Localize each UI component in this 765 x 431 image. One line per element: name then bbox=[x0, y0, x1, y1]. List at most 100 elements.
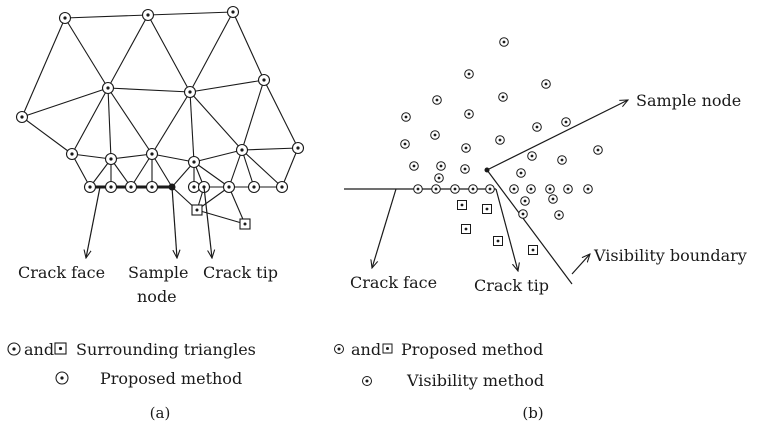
legend-proposed-method-b: and Proposed method bbox=[334, 340, 543, 359]
node-marker bbox=[583, 184, 593, 194]
node-marker bbox=[450, 184, 460, 194]
mesh-edge bbox=[189, 91, 243, 151]
node-marker bbox=[464, 109, 474, 119]
node-marker bbox=[409, 161, 419, 171]
mesh-edge bbox=[241, 149, 283, 188]
mesh-edge bbox=[281, 147, 299, 188]
caption-a: (a) bbox=[150, 404, 171, 422]
mesh-node bbox=[187, 155, 201, 169]
node-marker bbox=[561, 117, 571, 127]
mesh-edge bbox=[189, 11, 234, 93]
mesh-edge bbox=[110, 153, 153, 160]
visibility-boundary-arrow bbox=[571, 254, 590, 275]
node-marker bbox=[516, 168, 526, 178]
mesh-edge bbox=[64, 14, 149, 19]
mesh-edge bbox=[228, 149, 243, 188]
mesh-edge bbox=[241, 149, 255, 188]
mesh-edge bbox=[107, 87, 112, 160]
panel-b-visibility-comparison: Sample node Visibility boundary Crack fa… bbox=[334, 37, 747, 422]
legend-visibility-method: Visibility method bbox=[362, 371, 544, 390]
mesh-node bbox=[145, 147, 159, 161]
crack-tip-arrow-b bbox=[495, 188, 518, 271]
node-marker bbox=[557, 155, 567, 165]
mesh-edge bbox=[71, 153, 91, 188]
mesh-edge bbox=[241, 79, 265, 151]
node-marker bbox=[545, 184, 555, 194]
mesh-node bbox=[141, 8, 155, 22]
sample-node-dot bbox=[484, 167, 490, 173]
visibility-boundary-label: Visibility boundary bbox=[593, 246, 747, 265]
node-marker bbox=[430, 130, 440, 140]
mesh-edge bbox=[130, 153, 153, 188]
mesh-edge bbox=[21, 87, 109, 118]
crack-face-arrow bbox=[86, 186, 101, 258]
mesh-edge bbox=[263, 79, 299, 149]
mesh-edge bbox=[193, 149, 243, 163]
mesh-edge bbox=[189, 91, 195, 163]
node-marker bbox=[548, 194, 558, 204]
node-marker bbox=[460, 164, 470, 174]
mesh-node bbox=[187, 180, 201, 194]
node-marker bbox=[526, 184, 536, 194]
sample-node-arrow bbox=[171, 186, 177, 258]
mesh-node bbox=[101, 81, 115, 95]
sample-node-ray bbox=[486, 100, 628, 171]
mesh-node bbox=[222, 180, 236, 194]
mesh-edge bbox=[189, 79, 265, 93]
legend-and-text: and bbox=[24, 340, 54, 359]
mesh-node bbox=[247, 180, 261, 194]
mesh-node bbox=[226, 5, 240, 19]
crack-face-label: Crack face bbox=[18, 263, 105, 282]
crack-tip-label-b: Crack tip bbox=[474, 276, 549, 295]
mesh-node bbox=[104, 180, 118, 194]
node-marker bbox=[464, 69, 474, 79]
legend-proposed-method-a: Proposed method bbox=[55, 369, 242, 388]
mesh-node bbox=[83, 180, 97, 194]
mesh-edge bbox=[196, 209, 246, 225]
mesh-edge bbox=[64, 17, 109, 89]
node-marker bbox=[432, 95, 442, 105]
mesh-edge bbox=[107, 14, 149, 89]
proposed-square-node bbox=[528, 245, 538, 255]
sample-node-label-line1: Sample bbox=[128, 263, 189, 282]
mesh-node bbox=[58, 11, 72, 25]
node-marker bbox=[520, 196, 530, 206]
node-marker bbox=[593, 145, 603, 155]
mesh-edge bbox=[193, 161, 230, 188]
node-marker bbox=[541, 79, 551, 89]
mesh-nodes bbox=[15, 5, 305, 230]
mesh-edges bbox=[21, 11, 299, 225]
legend-proposed-text-a: Proposed method bbox=[100, 369, 242, 388]
node-marker bbox=[509, 184, 519, 194]
proposed-square-node bbox=[482, 204, 492, 214]
mesh-edge bbox=[147, 11, 234, 16]
mesh-node bbox=[291, 141, 305, 155]
mesh-edge bbox=[21, 17, 66, 118]
mesh-edge bbox=[228, 186, 246, 225]
proposed-square-node bbox=[457, 200, 467, 210]
mesh-node bbox=[275, 180, 289, 194]
crack-face-arrow-b bbox=[372, 188, 397, 268]
mesh-node bbox=[145, 180, 159, 194]
crack-face-label-b: Crack face bbox=[350, 273, 437, 292]
legend-visibility-text: Visibility method bbox=[406, 371, 544, 390]
sample-node-label-b: Sample node bbox=[636, 91, 741, 110]
proposed-square-node bbox=[239, 218, 251, 230]
caption-b: (b) bbox=[522, 404, 543, 422]
node-marker bbox=[527, 151, 537, 161]
node-marker bbox=[401, 112, 411, 122]
node-marker bbox=[554, 210, 564, 220]
mesh-edge bbox=[147, 14, 191, 93]
node-marker bbox=[461, 143, 471, 153]
proposed-square-node bbox=[461, 224, 471, 234]
mesh-edge bbox=[71, 87, 109, 155]
node-marker bbox=[468, 184, 478, 194]
legend-surrounding-triangles: and Surrounding triangles bbox=[7, 340, 256, 359]
node-marker bbox=[495, 135, 505, 145]
mesh-edge bbox=[151, 153, 173, 188]
mesh-edge bbox=[107, 87, 191, 93]
panel-b-nodes bbox=[400, 37, 603, 255]
node-marker bbox=[563, 184, 573, 194]
crack-tip-label: Crack tip bbox=[203, 263, 278, 282]
